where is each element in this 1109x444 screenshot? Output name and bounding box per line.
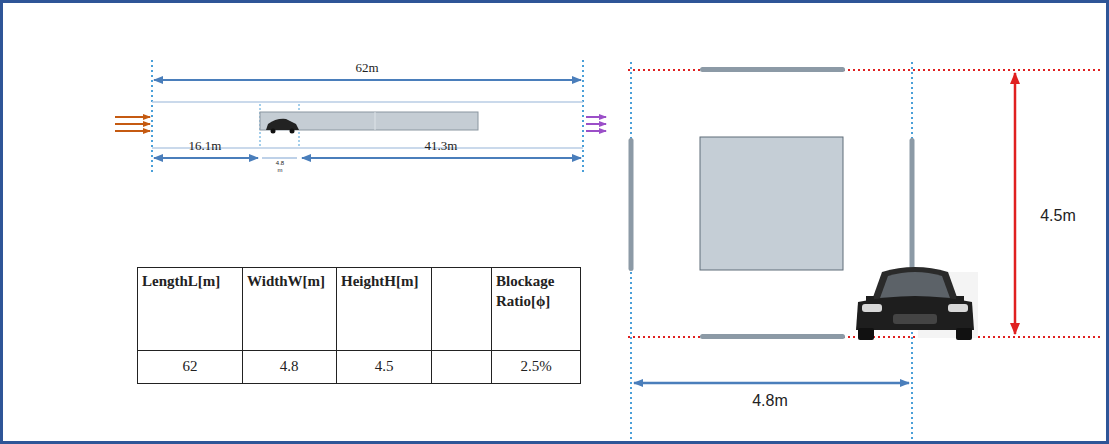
table-header: LengthL[m] <box>142 272 238 292</box>
cross-section <box>628 62 1100 440</box>
domain-side-view <box>115 60 606 172</box>
table-header: Blockage Ratio[ϕ] <box>496 272 576 311</box>
table-header: HeightH[m] <box>341 272 427 292</box>
dimension-label: 16.1m <box>189 138 222 154</box>
table-header: WidthW[m] <box>247 272 333 292</box>
table-grid <box>138 268 581 384</box>
dimension-label: 41.3m <box>425 138 458 154</box>
table-cell: 62 <box>183 358 198 375</box>
dimension-label: 4.5m <box>1040 207 1076 225</box>
dimension-label: 62m <box>355 60 378 76</box>
table-cell: 4.8 <box>280 358 299 375</box>
dimension-label: 4.8 m <box>273 160 287 173</box>
table-cell: 2.5% <box>520 358 551 375</box>
table-cell: 4.5 <box>375 358 394 375</box>
dimension-label: 4.8m <box>752 392 788 410</box>
car-front-view <box>856 267 978 340</box>
